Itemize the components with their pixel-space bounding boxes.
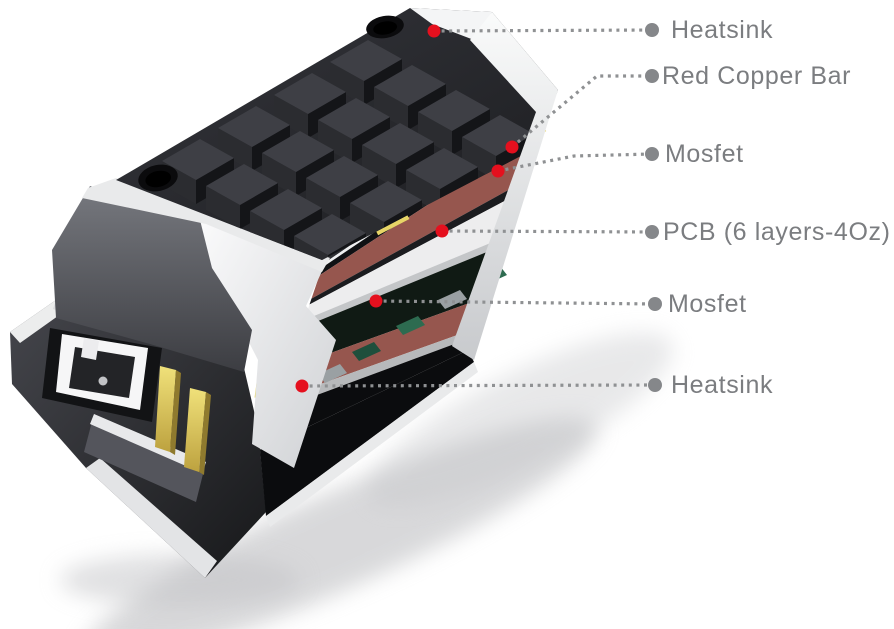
cutaway-stripe-bottom-heatsink-top [260, 337, 473, 450]
annotation-leaders [295, 23, 662, 393]
label-bullet-mosfet-lower [648, 297, 662, 311]
end-cap [452, 12, 558, 360]
label-bullet-heatsink-bottom [648, 378, 662, 392]
leader-line-mosfet-upper [497, 152, 653, 173]
anchor-dot-heatsink-top [427, 24, 441, 38]
jst-connector-tab [81, 338, 99, 360]
case-edge-chamfer [82, 178, 330, 272]
label-bullet-mosfet-upper [645, 147, 659, 161]
cutaway-stripe-mosfet-row-lower [273, 328, 476, 412]
gold-pin [184, 388, 211, 475]
top-chamfer [410, 8, 492, 40]
leader-line-heatsink-top [433, 28, 653, 33]
mounting-hole [138, 164, 178, 192]
bottom-heatsink-case [10, 300, 266, 578]
leader-line-pcb [441, 229, 653, 234]
cutaway-stripe-silver-strip [301, 236, 506, 328]
pin-fin-array [162, 40, 534, 260]
anchor-dot-mosfet-lower [369, 294, 383, 308]
case-left-face [52, 186, 252, 372]
anchor-dot-pcb [435, 224, 449, 238]
label-bullet-heatsink-top [645, 23, 659, 37]
anchor-dot-mosfet-upper [491, 164, 505, 178]
case-left-chamfer [10, 300, 65, 343]
label-bullet-pcb [645, 225, 659, 239]
anchor-dot-heatsink-bottom [295, 379, 309, 393]
jst-connector-slot [69, 347, 135, 398]
top-heatsink-case [52, 8, 558, 372]
gold-pin [155, 366, 181, 455]
label-bullet-red-copper-bar [645, 69, 659, 83]
cutaway-stripe-pcb-layer [287, 245, 503, 369]
mounting-hole [366, 15, 404, 39]
bottom-heatsink-band [260, 350, 474, 516]
case-cut-wedge [196, 218, 336, 468]
ground-shadow [60, 332, 673, 629]
case-bottom-rim [86, 458, 217, 578]
cutaway-stripe-gap-dark [309, 181, 525, 305]
cutaway-stripe-case-step-band [304, 192, 521, 321]
leader-line-mosfet-lower [375, 299, 656, 306]
anchor-dot-red-copper-bar [505, 140, 519, 154]
case-inner-wall [84, 414, 206, 502]
leader-line-heatsink-bottom [301, 383, 656, 388]
jst-connector-pin [98, 376, 108, 386]
case-inner-wall-rim [90, 414, 206, 473]
bottom-silver-rim [266, 362, 478, 527]
